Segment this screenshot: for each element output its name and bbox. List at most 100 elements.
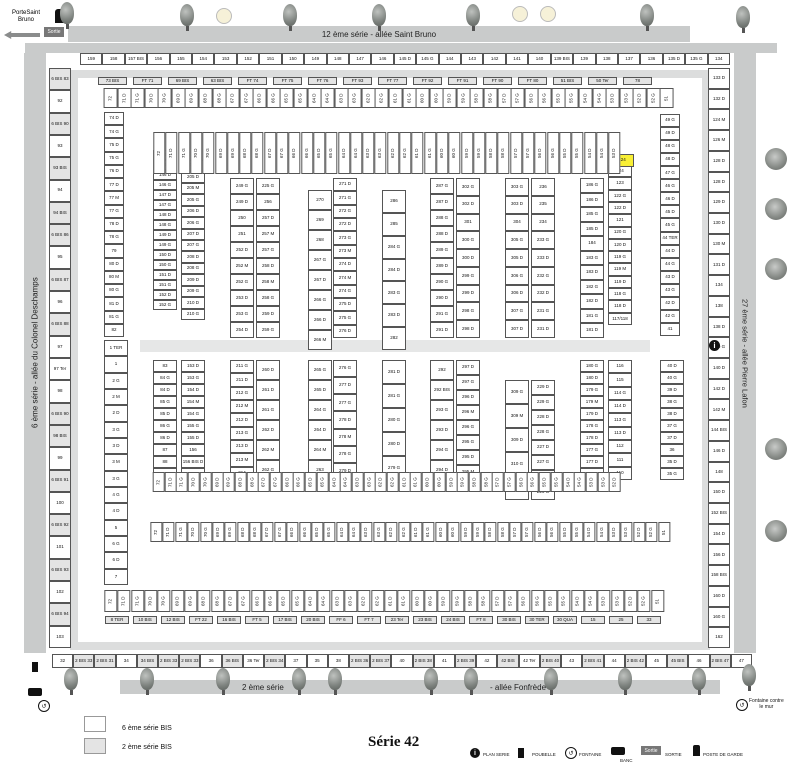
plot-cell[interactable]: 209 G	[181, 285, 205, 298]
plot-cell[interactable]: FT 77	[378, 77, 407, 85]
plot-cell[interactable]: 307 D	[505, 320, 529, 338]
plot-cell[interactable]: 153	[214, 53, 237, 65]
plot-cell[interactable]: 156 D	[708, 544, 730, 566]
plot-cell[interactable]: 55 G	[557, 590, 571, 612]
plot-cell[interactable]: 154 D	[708, 523, 730, 545]
plot-cell[interactable]: 56 G	[527, 472, 540, 492]
plot-cell[interactable]: 44 G	[660, 257, 680, 271]
plot-cell[interactable]: 180 D	[580, 372, 604, 384]
plot-cell[interactable]: 46 G	[660, 179, 680, 193]
plot-cell[interactable]: 34 BIS	[136, 654, 159, 668]
plot-cell[interactable]: 158 BIS	[708, 565, 730, 586]
plot-cell[interactable]: 69 D	[211, 522, 225, 542]
plot-cell[interactable]: 71 D	[117, 88, 132, 108]
plot-cell[interactable]: 281 D	[382, 360, 406, 384]
plot-cell[interactable]: 57 G	[511, 88, 525, 108]
plot-cell[interactable]: 38 G	[660, 396, 684, 408]
plot-cell[interactable]: 261 D	[256, 380, 280, 400]
plot-cell[interactable]: 60 D	[434, 522, 448, 542]
plot-cell[interactable]: 2 BIS 33	[179, 654, 201, 668]
plot-cell[interactable]: 231 G	[531, 302, 555, 321]
plot-cell[interactable]: 160 G	[708, 606, 730, 628]
plot-cell[interactable]: 62 D	[361, 88, 376, 108]
plot-cell[interactable]: 4 D	[104, 503, 128, 520]
plot-cell[interactable]: 58 G	[496, 522, 510, 542]
plot-cell[interactable]: 62 G	[387, 472, 399, 492]
plot-cell[interactable]: 113 D	[608, 426, 632, 440]
plot-cell[interactable]: 205 M	[181, 182, 205, 195]
plot-cell[interactable]: 6 BIS 86	[49, 224, 71, 247]
plot-cell[interactable]: 257 D	[256, 210, 280, 226]
plot-cell[interactable]: 2 G	[104, 372, 128, 389]
plot-cell[interactable]: 231 D	[531, 320, 555, 338]
plot-cell[interactable]: 252 G	[230, 274, 254, 290]
plot-cell[interactable]: 57 G	[504, 590, 518, 612]
plot-cell[interactable]: 63 G	[363, 472, 376, 492]
plot-cell[interactable]: 135 D	[662, 53, 686, 65]
plot-cell[interactable]: 53 D	[585, 472, 598, 492]
plot-cell[interactable]: 63 G	[374, 132, 387, 174]
plot-cell[interactable]: 2 BIS 33	[73, 654, 95, 668]
plot-cell[interactable]: 296 G	[456, 420, 480, 435]
plot-cell[interactable]: 68 G	[212, 88, 227, 108]
plot-cell[interactable]: 64 D	[328, 472, 341, 492]
plot-cell[interactable]: 37 G	[660, 420, 684, 432]
plot-cell[interactable]: 69 G	[223, 472, 235, 492]
plot-cell[interactable]: 2 BIS 38	[412, 654, 434, 668]
plot-cell[interactable]: 64 D	[337, 132, 350, 174]
plot-cell[interactable]: 183 D	[580, 265, 604, 280]
plot-cell[interactable]: 62 G	[375, 88, 389, 108]
plot-cell[interactable]: 264 D	[308, 420, 332, 440]
plot-cell[interactable]: 45 D	[660, 205, 680, 219]
plot-cell[interactable]: 97	[49, 335, 71, 358]
plot-cell[interactable]: 59 D	[445, 472, 458, 492]
plot-cell[interactable]: 153 D	[181, 360, 205, 372]
plot-cell[interactable]: 62 G	[397, 522, 410, 542]
plot-cell[interactable]: 180 G	[580, 360, 604, 372]
plot-cell[interactable]: 67 G	[237, 590, 251, 612]
plot-cell[interactable]: 51	[650, 590, 664, 612]
plot-cell[interactable]: 56 G	[546, 522, 559, 542]
plot-cell[interactable]: 158	[102, 53, 125, 65]
plot-cell[interactable]: 103	[49, 625, 71, 648]
plot-cell[interactable]: 133 D	[708, 68, 730, 89]
plot-cell[interactable]: FT 71	[133, 77, 162, 85]
plot-cell[interactable]: 55 D	[551, 88, 566, 108]
plot-cell[interactable]: 134	[708, 275, 730, 296]
plot-cell[interactable]: 156	[147, 53, 170, 65]
plot-cell[interactable]: 61 G	[397, 590, 411, 612]
plot-cell[interactable]: 48 G	[660, 140, 680, 154]
plot-cell[interactable]: 66 D	[250, 590, 264, 612]
plot-cell[interactable]: 152	[236, 53, 260, 65]
plot-cell[interactable]: 20 BIS	[301, 616, 325, 624]
plot-cell[interactable]: 69 D	[171, 88, 186, 108]
plot-cell[interactable]: 142 M	[708, 399, 730, 421]
plot-cell[interactable]: 53 G	[610, 590, 624, 612]
plot-cell[interactable]: 62 D	[357, 590, 371, 612]
plot-cell[interactable]: 61 D	[398, 472, 411, 492]
plot-cell[interactable]: 209 D	[181, 274, 205, 286]
plot-cell[interactable]: 54 G	[584, 590, 598, 612]
plot-cell[interactable]: 61 G	[402, 88, 417, 108]
plot-cell[interactable]: 55 D	[544, 590, 558, 612]
plot-cell[interactable]: 148 G	[153, 220, 177, 230]
plot-cell[interactable]: 69 D	[214, 132, 227, 174]
plot-cell[interactable]: 251	[230, 226, 254, 242]
plot-cell[interactable]: 85 G	[153, 396, 177, 408]
plot-cell[interactable]: 67 D	[224, 590, 238, 612]
plot-cell[interactable]: 68 G	[246, 472, 259, 492]
plot-cell[interactable]: 156 BIS D	[181, 456, 205, 468]
plot-cell[interactable]: 288 G	[430, 210, 454, 226]
plot-cell[interactable]: 276 G	[333, 360, 357, 378]
plot-cell[interactable]: 25	[609, 616, 633, 624]
plot-cell[interactable]: 229 D	[531, 380, 555, 395]
plot-cell[interactable]: 74 G	[104, 125, 124, 139]
plot-cell[interactable]: 99	[49, 447, 71, 470]
plot-cell[interactable]: 122 D	[608, 201, 632, 215]
plot-cell[interactable]: 298 G	[456, 302, 480, 321]
plot-cell[interactable]: 277 G	[333, 394, 357, 412]
plot-cell[interactable]: 229 G	[531, 395, 555, 410]
plot-cell[interactable]: 16 BIS	[217, 616, 241, 624]
plot-cell[interactable]: 59 G	[450, 590, 464, 612]
plot-cell[interactable]: 54 G	[595, 522, 609, 542]
